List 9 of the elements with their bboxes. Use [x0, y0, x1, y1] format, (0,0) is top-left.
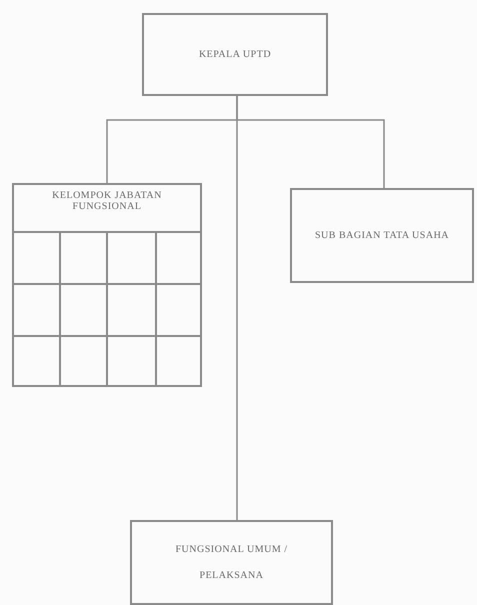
unit-table [12, 183, 202, 387]
unit-box [130, 520, 333, 605]
unit-title: FUNGSIONAL UMUM / PELAKSANA [174, 542, 289, 582]
unit-title: KEPALA UPTD [198, 48, 272, 62]
unit-title: KELOMPOK JABATAN FUNGSIONAL [51, 190, 163, 212]
unit-box [290, 188, 474, 283]
connector-line [236, 96, 238, 520]
unit-box [142, 13, 328, 96]
unit-title: SUB BAGIAN TATA USAHA [315, 228, 449, 242]
